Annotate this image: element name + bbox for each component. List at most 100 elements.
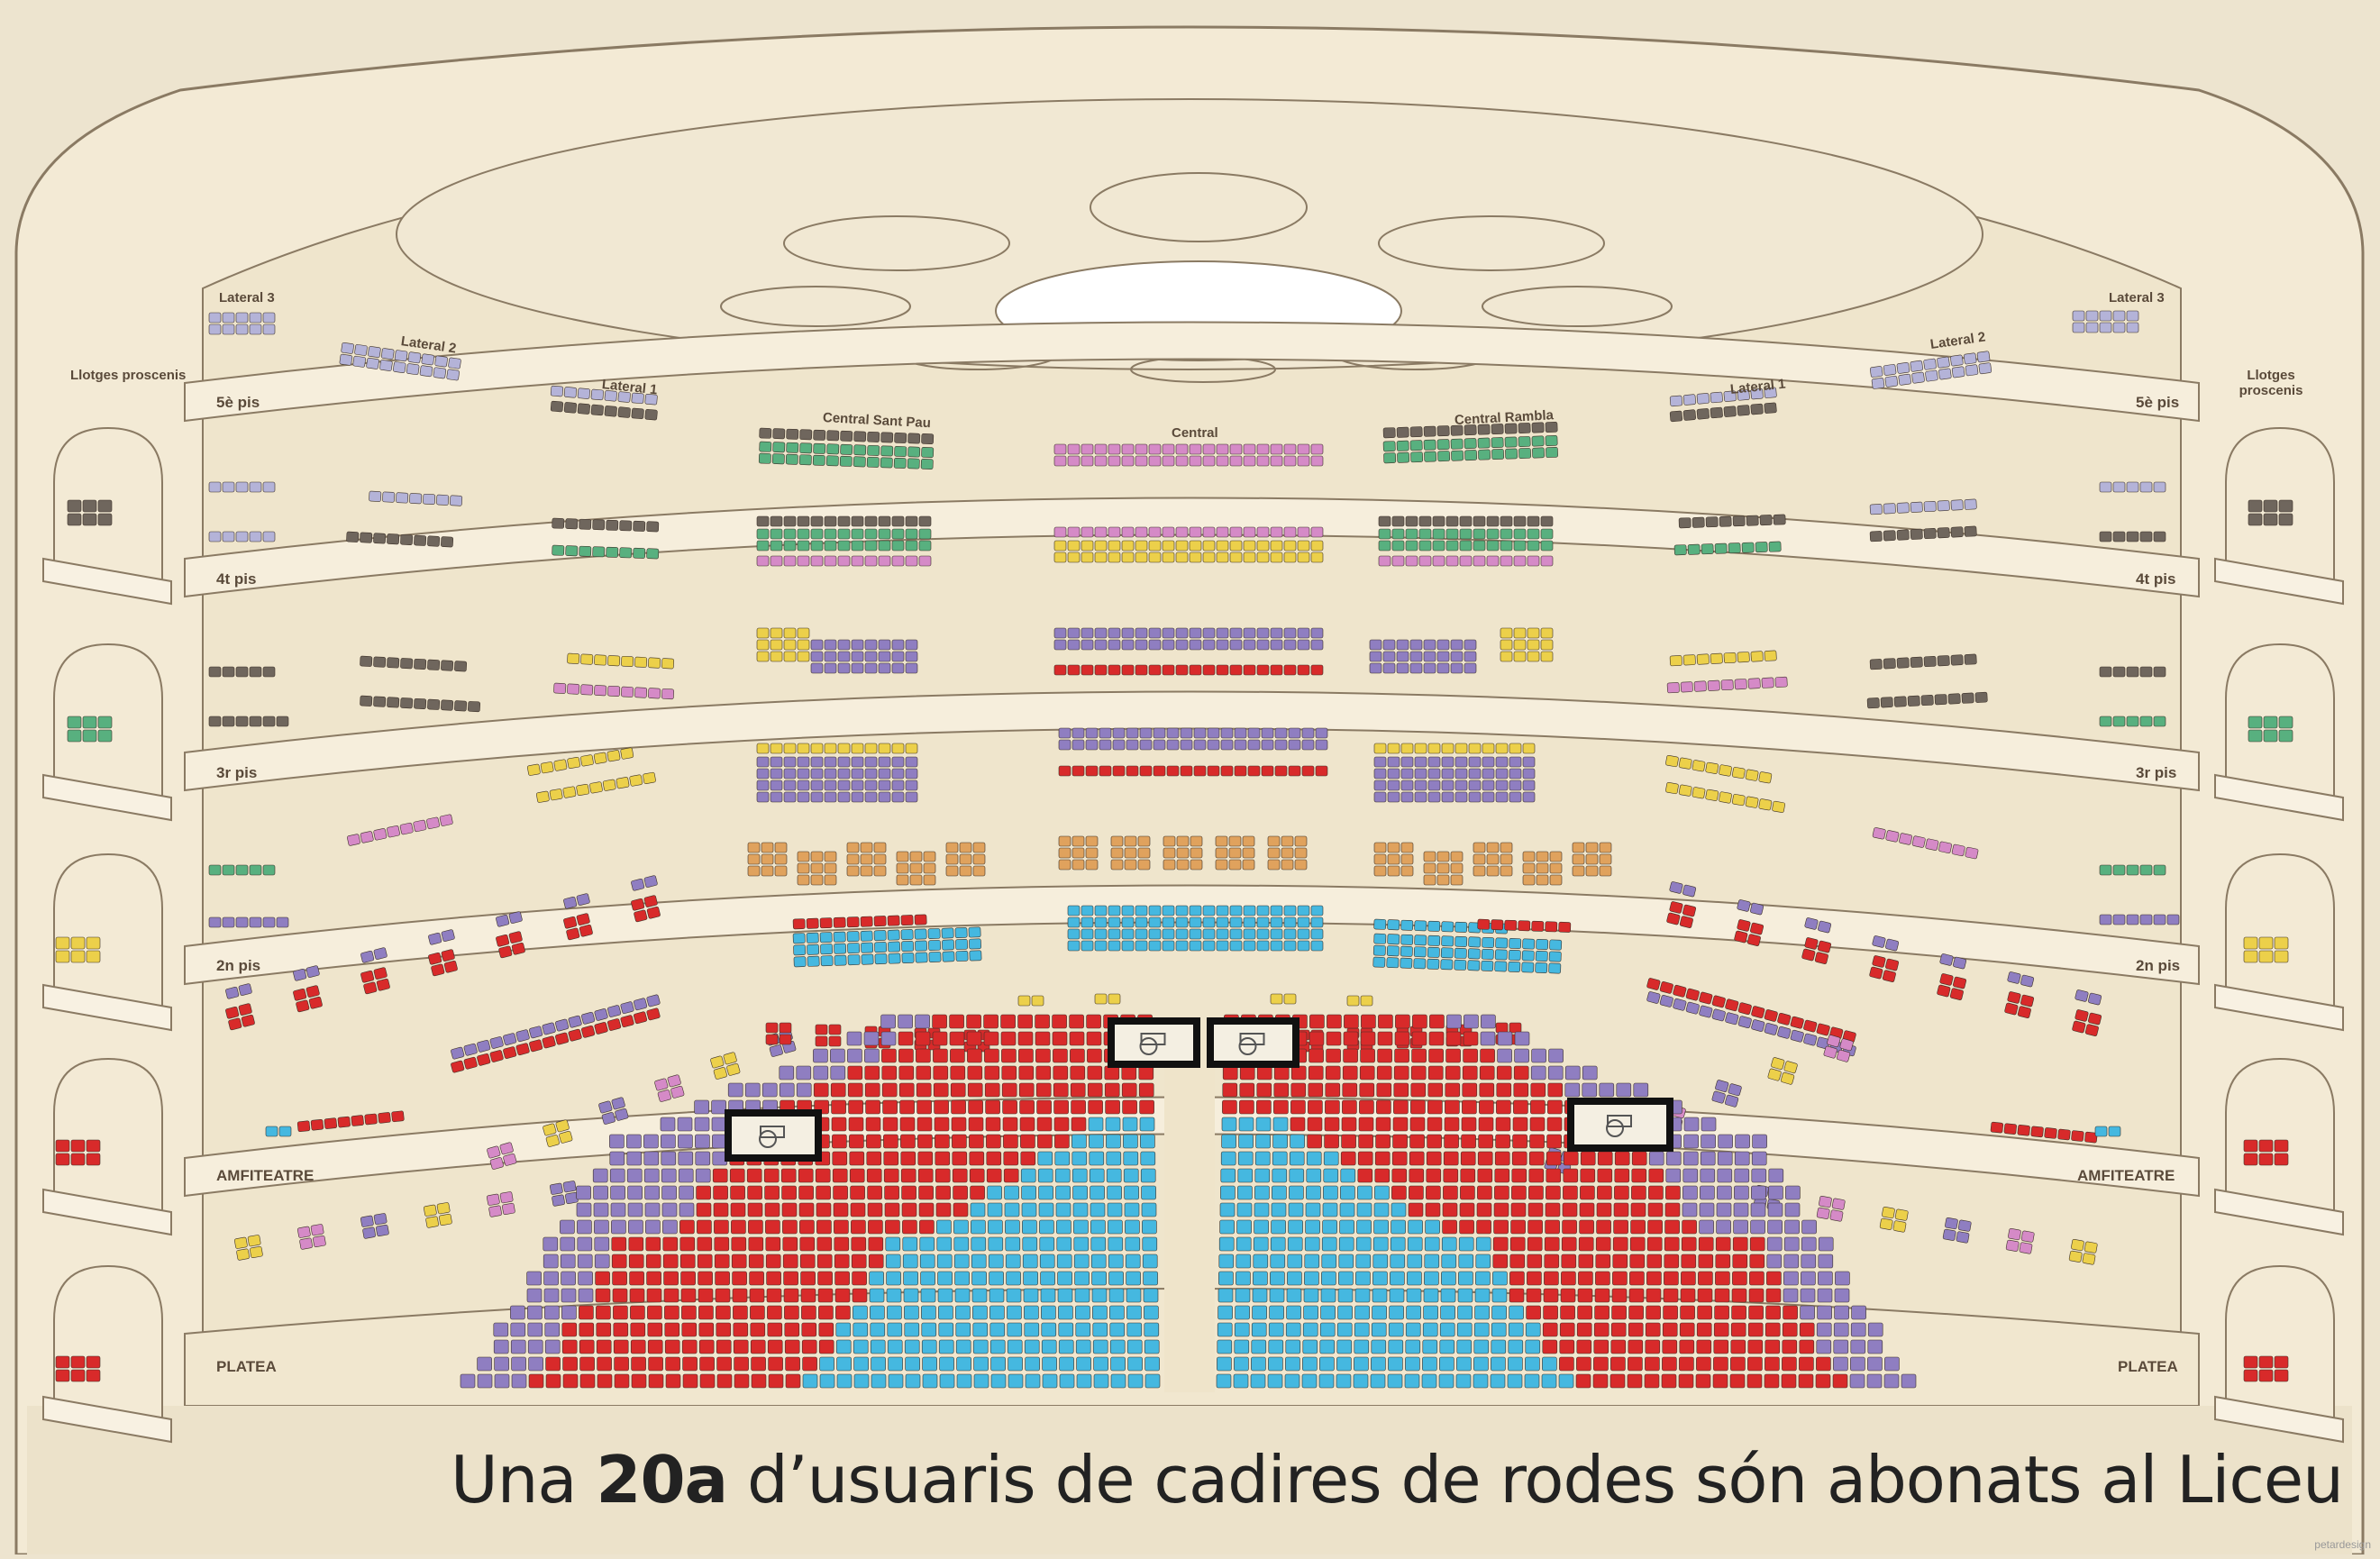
platea-seat (1122, 1099, 1137, 1115)
seat (443, 960, 458, 973)
seat (824, 874, 837, 886)
seat (1764, 387, 1777, 398)
seat (1310, 627, 1324, 639)
seat (619, 547, 633, 559)
seat (2099, 716, 2112, 727)
platea-seat (1494, 1151, 1510, 1166)
seat (1409, 440, 1423, 451)
platea-seat (819, 1373, 835, 1389)
platea-seat (1422, 1339, 1438, 1354)
platea-seat (985, 1117, 1001, 1132)
platea-seat (1076, 1356, 1091, 1372)
seat (1911, 371, 1925, 384)
seat (2153, 716, 2166, 727)
seat (853, 444, 867, 456)
seat (1148, 443, 1162, 455)
seat (1585, 853, 1599, 865)
seat (1894, 1208, 1909, 1221)
platea-seat (1764, 1339, 1781, 1354)
platea-seat (1429, 1014, 1445, 1029)
platea-seat (1664, 1271, 1679, 1286)
seat (1294, 859, 1308, 871)
platea-seat (767, 1322, 783, 1337)
platea-seat (1125, 1219, 1140, 1235)
seat (840, 443, 853, 455)
seat (1518, 448, 1531, 459)
seat (1925, 369, 1938, 382)
platea-seat (1455, 1373, 1472, 1389)
seat (1585, 842, 1599, 853)
seat (477, 1053, 491, 1066)
seat (1053, 526, 1067, 538)
seat (70, 936, 86, 950)
seat (222, 312, 235, 324)
platea-seat (781, 1202, 798, 1217)
platea-seat (648, 1356, 663, 1372)
platea-label-left: PLATEA (216, 1358, 277, 1375)
platea-seat (579, 1373, 596, 1389)
platea-seat (884, 1202, 900, 1217)
platea-seat (560, 1236, 576, 1252)
seat (1423, 639, 1436, 651)
seat (1216, 443, 1229, 455)
platea-seat (1662, 1322, 1678, 1337)
seat (1243, 552, 1256, 563)
platea-seat (1576, 1356, 1591, 1372)
platea-seat (1327, 1014, 1342, 1029)
platea-seat (697, 1219, 712, 1235)
seat (1383, 452, 1397, 464)
platea-seat (1405, 1322, 1421, 1337)
platea-seat (1336, 1339, 1353, 1354)
seat (1207, 727, 1220, 739)
seat (1387, 791, 1400, 803)
seat (579, 518, 592, 530)
platea-seat (921, 1339, 937, 1354)
platea-seat (749, 1288, 765, 1303)
platea-seat (747, 1185, 762, 1200)
seat (1540, 651, 1554, 662)
proscenium-box-rail (42, 1395, 172, 1444)
platea-seat (1680, 1288, 1696, 1303)
seat (1527, 540, 1540, 552)
platea-seat (645, 1236, 661, 1252)
seat (1459, 540, 1473, 552)
platea-seat (967, 1048, 982, 1063)
seat (1242, 859, 1255, 871)
seat (1148, 664, 1162, 676)
platea-seat (1125, 1236, 1141, 1252)
platea-seat (1217, 1305, 1233, 1320)
seat (1950, 526, 1964, 538)
platea-seat (1234, 1356, 1249, 1372)
platea-seat (1514, 1031, 1530, 1046)
seat (508, 911, 523, 924)
seat (1135, 916, 1148, 928)
seat (619, 520, 633, 532)
seat (905, 756, 918, 768)
seat (1297, 455, 1310, 467)
platea-seat (611, 1254, 627, 1269)
seat (866, 456, 880, 468)
seat-block (563, 893, 590, 909)
seat (1673, 544, 1687, 556)
seat (807, 955, 820, 967)
platea-seat (1003, 1134, 1018, 1149)
platea-seat (595, 1288, 611, 1303)
seat-block (552, 544, 660, 560)
seat (1892, 1220, 1907, 1233)
seat (592, 546, 606, 558)
seat (1267, 847, 1281, 859)
platea-seat (1250, 1373, 1266, 1389)
seat (1283, 940, 1297, 952)
platea-seat (1037, 1168, 1053, 1183)
platea-seat (1580, 1151, 1596, 1166)
platea-seat (1394, 1031, 1410, 1046)
seat (1427, 768, 1441, 780)
seat-block (208, 312, 276, 335)
seat (643, 771, 656, 784)
seat (813, 429, 826, 441)
seat (1682, 884, 1697, 898)
platea-seat (610, 1185, 625, 1200)
seat (1883, 364, 1897, 376)
seat (888, 953, 901, 964)
seat (1176, 859, 1190, 871)
